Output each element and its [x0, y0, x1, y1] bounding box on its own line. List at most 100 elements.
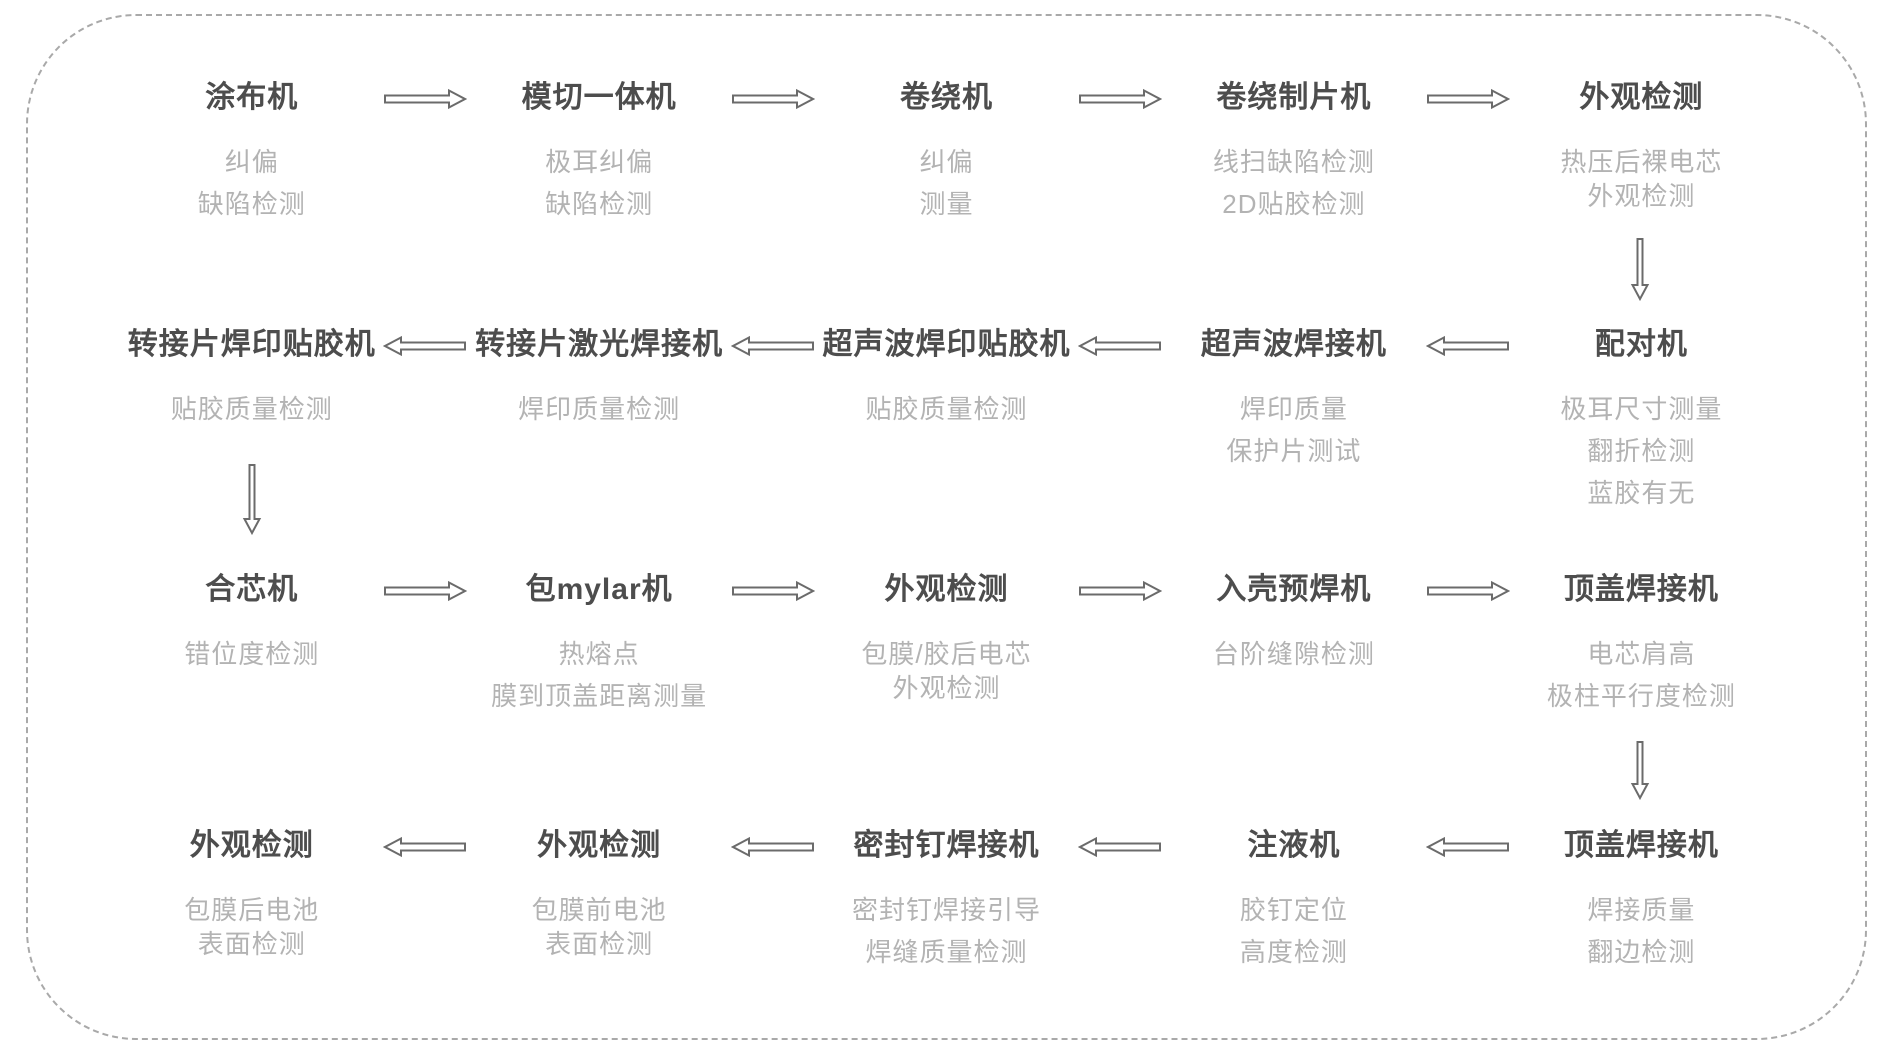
- flow-arrow-right-icon: [383, 573, 468, 603]
- node-check-list: 焊接质量翻边检测: [1587, 889, 1695, 973]
- node-title: 密封钉焊接机: [853, 829, 1040, 862]
- node-check-item: 纠偏: [224, 147, 279, 177]
- node-title: 卷绕机: [900, 81, 994, 114]
- node-check-item: 错位度检测: [184, 639, 320, 669]
- node-check-item: 胶钉定位: [1239, 895, 1348, 925]
- node-title: 卷绕制片机: [1216, 81, 1372, 114]
- node-check-list: 电芯肩高极柱平行度检测: [1547, 633, 1736, 717]
- node-check-item: 热熔点: [558, 639, 640, 669]
- node-check-item: 翻边检测: [1587, 937, 1696, 967]
- process-node-r1-c3: 卷绕机纠偏测量: [815, 81, 1078, 225]
- node-check-item: 包膜/胶后电芯 外观检测: [861, 639, 1032, 703]
- process-node-r4-c2: 外观检测包膜前电池 表面检测: [467, 829, 730, 965]
- flow-arrow-right-icon: [1426, 81, 1510, 111]
- node-check-item: 焊缝质量检测: [865, 937, 1028, 967]
- flow-arrow-right-icon: [1426, 573, 1510, 603]
- node-check-item: 包膜后电池 表面检测: [184, 895, 320, 959]
- node-check-list: 包膜/胶后电芯 外观检测: [861, 633, 1031, 709]
- node-check-item: 台阶缝隙检测: [1212, 639, 1375, 669]
- process-node-r1-c1: 涂布机纠偏缺陷检测: [120, 81, 383, 225]
- flow-arrow-left-icon: [1078, 328, 1162, 358]
- node-check-item: 极耳纠偏: [545, 147, 654, 177]
- process-node-r4-c1: 外观检测包膜后电池 表面检测: [120, 829, 383, 965]
- process-node-r4-c4: 注液机胶钉定位高度检测: [1162, 829, 1425, 973]
- flow-arrow-left-icon: [383, 328, 467, 358]
- flow-arrow-down-icon: [241, 463, 263, 535]
- node-check-list: 焊印质量检测: [518, 388, 680, 430]
- node-check-item: 焊印质量: [1239, 394, 1348, 424]
- node-check-list: 热压后裸电芯 外观检测: [1560, 141, 1722, 217]
- node-check-list: 贴胶质量检测: [866, 388, 1028, 430]
- node-title: 配对机: [1594, 328, 1688, 361]
- node-check-item: 极耳尺寸测量: [1560, 394, 1723, 424]
- flow-arrow-down-icon: [1629, 237, 1651, 301]
- flow-arrow-left-icon: [1078, 829, 1162, 859]
- node-title: 外观检测: [189, 829, 314, 862]
- node-title: 模切一体机: [521, 81, 677, 114]
- node-title: 外观检测: [537, 829, 662, 862]
- node-check-item: 焊印质量检测: [518, 394, 681, 424]
- node-check-list: 错位度检测: [184, 633, 319, 675]
- flow-arrow-left-icon: [383, 829, 467, 859]
- flow-arrow-left-icon: [1425, 829, 1510, 859]
- node-check-item: 贴胶质量检测: [865, 394, 1028, 424]
- process-node-r3-c4: 入壳预焊机台阶缝隙检测: [1162, 573, 1425, 675]
- node-title: 涂布机: [205, 81, 299, 114]
- process-row-1: 涂布机纠偏缺陷检测模切一体机极耳纠偏缺陷检测卷绕机纠偏测量卷绕制片机线扫缺陷检测…: [120, 81, 1773, 225]
- flow-arrow-right-icon: [731, 81, 815, 111]
- node-title: 合芯机: [205, 573, 299, 606]
- node-check-item: 2D贴胶检测: [1222, 189, 1366, 219]
- node-title: 顶盖焊接机: [1563, 829, 1719, 862]
- process-node-r3-c2: 包mylar机热熔点膜到顶盖距离测量: [467, 573, 730, 717]
- flow-arrow-right-icon: [383, 81, 468, 111]
- flow-arrow-right-icon: [731, 573, 815, 603]
- process-node-r2-c5: 配对机极耳尺寸测量翻折检测蓝胶有无: [1510, 328, 1773, 514]
- flow-arrow-down-icon: [1629, 740, 1651, 800]
- process-node-r1-c4: 卷绕制片机线扫缺陷检测 2D贴胶检测: [1162, 81, 1425, 225]
- node-title: 外观检测: [1579, 81, 1704, 114]
- node-check-list: 极耳纠偏缺陷检测: [545, 141, 653, 225]
- node-check-item: 极柱平行度检测: [1546, 681, 1736, 711]
- node-title: 超声波焊接机: [1200, 328, 1387, 361]
- node-check-list: 胶钉定位高度检测: [1240, 889, 1348, 973]
- node-title: 顶盖焊接机: [1563, 573, 1719, 606]
- process-node-r2-c2: 转接片激光焊接机焊印质量检测: [467, 328, 730, 430]
- node-check-item: 电芯肩高: [1587, 639, 1696, 669]
- node-check-item: 纠偏: [919, 147, 974, 177]
- node-title: 注液机: [1247, 829, 1341, 862]
- process-node-r4-c3: 密封钉焊接机密封钉焊接引导焊缝质量检测: [815, 829, 1078, 973]
- flow-arrow-right-icon: [1078, 573, 1163, 603]
- process-node-r1-c2: 模切一体机极耳纠偏缺陷检测: [467, 81, 730, 225]
- node-title: 外观检测: [884, 573, 1009, 606]
- node-check-item: 密封钉焊接引导: [852, 895, 1042, 925]
- node-check-item: 缺陷检测: [197, 189, 306, 219]
- node-check-list: 极耳尺寸测量翻折检测蓝胶有无: [1560, 388, 1722, 514]
- node-check-list: 贴胶质量检测: [171, 388, 333, 430]
- process-node-r2-c4: 超声波焊接机焊印质量保护片测试: [1162, 328, 1425, 472]
- node-check-item: 热压后裸电芯 外观检测: [1560, 147, 1723, 211]
- node-title: 转接片焊印贴胶机: [127, 328, 376, 361]
- process-node-r2-c1: 转接片焊印贴胶机贴胶质量检测: [120, 328, 383, 430]
- process-row-2: 转接片焊印贴胶机贴胶质量检测转接片激光焊接机焊印质量检测超声波焊印贴胶机贴胶质量…: [120, 328, 1773, 514]
- node-check-item: 包膜前电池 表面检测: [531, 895, 667, 959]
- node-check-list: 热熔点膜到顶盖距离测量: [491, 633, 707, 717]
- node-check-item: 测量: [919, 189, 974, 219]
- node-check-list: 包膜前电池 表面检测: [532, 889, 667, 965]
- node-check-list: 焊印质量保护片测试: [1226, 388, 1361, 472]
- process-node-r3-c1: 合芯机错位度检测: [120, 573, 383, 675]
- process-node-r4-c5: 顶盖焊接机焊接质量翻边检测: [1510, 829, 1773, 973]
- node-check-list: 包膜后电池 表面检测: [184, 889, 319, 965]
- flow-arrow-left-icon: [1425, 328, 1510, 358]
- node-check-item: 焊接质量: [1587, 895, 1696, 925]
- node-check-item: 线扫缺陷检测: [1212, 147, 1375, 177]
- process-row-4: 外观检测包膜后电池 表面检测外观检测包膜前电池 表面检测密封钉焊接机密封钉焊接引…: [120, 829, 1773, 973]
- node-check-item: 贴胶质量检测: [170, 394, 333, 424]
- node-check-item: 缺陷检测: [545, 189, 654, 219]
- node-check-item: 保护片测试: [1226, 436, 1362, 466]
- flow-arrow-left-icon: [730, 328, 815, 358]
- process-node-r1-c5: 外观检测热压后裸电芯 外观检测: [1510, 81, 1773, 217]
- process-node-r2-c3: 超声波焊印贴胶机贴胶质量检测: [815, 328, 1078, 430]
- node-title: 超声波焊印贴胶机: [822, 328, 1071, 361]
- node-check-item: 膜到顶盖距离测量: [491, 681, 708, 711]
